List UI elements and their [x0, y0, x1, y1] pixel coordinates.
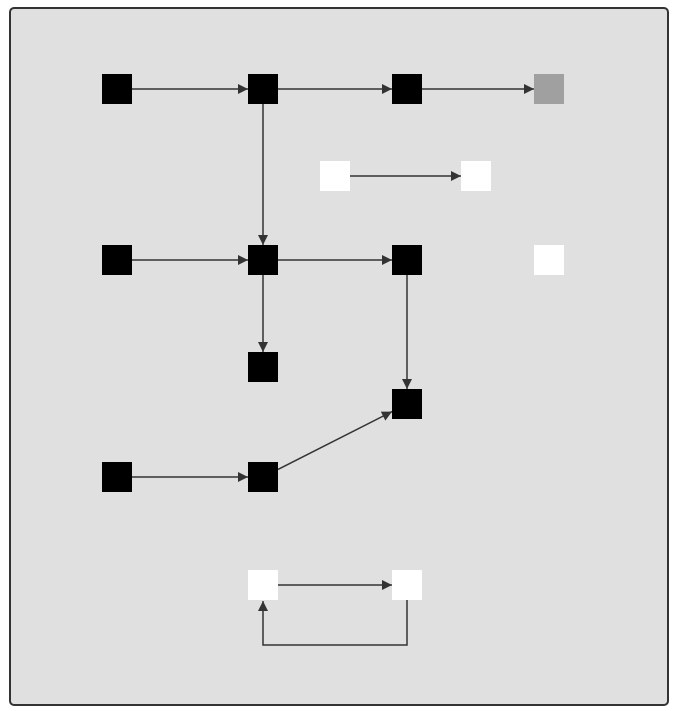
node-g[interactable] — [102, 245, 132, 275]
node-b[interactable] — [248, 74, 278, 104]
node-m[interactable] — [102, 462, 132, 492]
node-a[interactable] — [102, 74, 132, 104]
node-l[interactable] — [392, 389, 422, 419]
node-e[interactable] — [320, 161, 350, 191]
node-d[interactable] — [534, 74, 564, 104]
diagram-canvas — [9, 7, 669, 706]
edge-p-to-o — [258, 600, 408, 646]
node-p[interactable] — [392, 570, 422, 600]
node-c[interactable] — [392, 74, 422, 104]
node-f[interactable] — [461, 161, 491, 191]
node-n[interactable] — [248, 462, 278, 492]
node-j[interactable] — [534, 245, 564, 275]
node-o[interactable] — [248, 570, 278, 600]
node-i[interactable] — [392, 245, 422, 275]
node-k[interactable] — [248, 352, 278, 382]
node-h[interactable] — [248, 245, 278, 275]
edge-n-to-l — [277, 410, 393, 471]
